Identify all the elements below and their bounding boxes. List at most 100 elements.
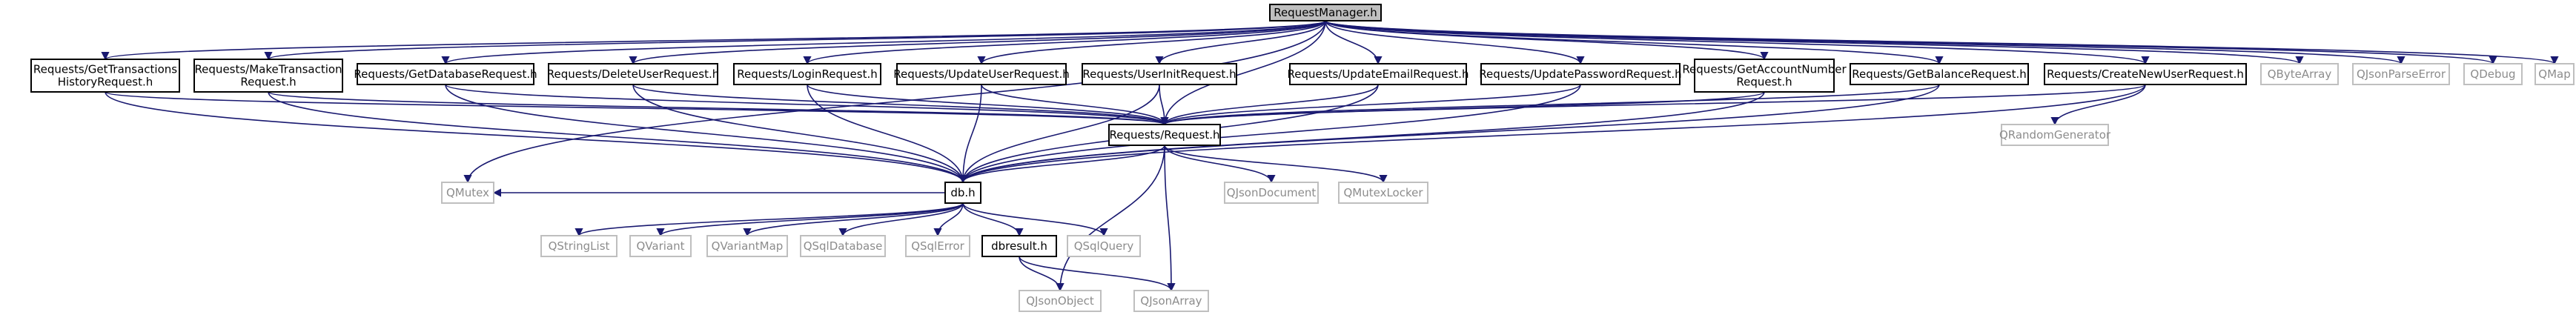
- node-label: Requests/GetAccountNumber: [1682, 63, 1847, 76]
- edge-rm-to-mtr: [264, 20, 1326, 61]
- header-node[interactable]: Requests/GetBalanceRequest.h: [1850, 63, 2029, 85]
- node-label: Requests/GetDatabaseRequest.h: [354, 67, 537, 81]
- edge-rm-to-qmtx: [463, 20, 1326, 184]
- header-node[interactable]: Requests/LoginRequest.h: [733, 63, 881, 85]
- edge-db-to-qse: [933, 202, 964, 237]
- header-node[interactable]: Requests/Request.h: [1108, 124, 1221, 146]
- node-box: [944, 182, 981, 204]
- node-label: QVariant: [636, 239, 684, 253]
- edge-uir-to-db: [958, 84, 1160, 184]
- system-header-node: QByteArray: [2260, 63, 2339, 85]
- header-node[interactable]: Requests/CreateNewUserRequest.h: [2044, 63, 2247, 85]
- edge-req-to-qjd: [1164, 145, 1276, 184]
- node-label: QSqlDatabase: [804, 239, 883, 253]
- header-node[interactable]: Requests/DeleteUserRequest.h: [547, 63, 719, 85]
- edge-upr-to-req: [1160, 84, 1581, 126]
- header-node[interactable]: Requests/UpdateUserRequest.h: [893, 63, 1070, 85]
- node-box: [2463, 63, 2523, 85]
- edge-rm-to-uer: [1325, 20, 1383, 65]
- edge-uer-to-req: [1160, 84, 1379, 126]
- node-label: RequestManager.h: [1274, 6, 1377, 19]
- system-header-node: QSqlDatabase: [800, 235, 886, 257]
- edge-gbr-to-db: [958, 84, 1940, 184]
- node-label: QSqlError: [911, 239, 964, 253]
- node-label: Requests/CreateNewUserRequest.h: [2047, 67, 2244, 81]
- node-box: [2534, 63, 2575, 85]
- node-box: [1067, 235, 1141, 257]
- system-header-node: QVariantMap: [706, 235, 788, 257]
- include-edges: [102, 20, 2559, 292]
- node-box: [1289, 63, 1467, 85]
- node-box: [1850, 63, 2029, 85]
- header-node[interactable]: Requests/UpdateEmailRequest.h: [1288, 63, 1469, 85]
- node-label: QJsonArray: [1140, 294, 1202, 308]
- node-box: [1019, 290, 1102, 312]
- system-header-node: QStringList: [540, 235, 617, 257]
- node-label: QJsonDocument: [1227, 186, 1317, 199]
- edge-rm-to-gth: [102, 20, 1326, 61]
- node-label: QJsonParseError: [2357, 67, 2446, 81]
- node-label: Requests/UpdateEmailRequest.h: [1288, 67, 1469, 81]
- node-box: [441, 182, 494, 204]
- system-header-node: QMutex: [441, 182, 494, 204]
- header-node[interactable]: Requests/UpdatePasswordRequest.h: [1479, 63, 1682, 85]
- edge-mtr-to-req: [268, 91, 1169, 126]
- edge-uir-to-req: [1159, 84, 1169, 126]
- node-box: [357, 63, 534, 85]
- node-label: HistoryRequest.h: [58, 76, 153, 89]
- system-header-node: QVariant: [629, 235, 692, 257]
- node-label: QDebug: [2470, 67, 2515, 81]
- node-box: [629, 235, 692, 257]
- node-label: Requests/UserInitRequest.h: [1082, 67, 1236, 81]
- system-header-node: QMutexLocker: [1338, 182, 1428, 204]
- system-header-node: QJsonArray: [1133, 290, 1209, 312]
- root-node[interactable]: RequestManager.h: [1269, 4, 1382, 21]
- header-node[interactable]: Requests/GetDatabaseRequest.h: [354, 63, 537, 85]
- node-label: Requests/DeleteUserRequest.h: [547, 67, 719, 81]
- node-label: Requests/MakeTransaction: [194, 63, 342, 76]
- header-node[interactable]: db.h: [944, 182, 981, 204]
- edge-lr-to-req: [807, 84, 1169, 126]
- node-box: [706, 235, 788, 257]
- edge-rm-to-qjpe: [1325, 20, 2406, 65]
- node-label: Requests/GetBalanceRequest.h: [1852, 67, 2027, 81]
- node-label: Requests/LoginRequest.h: [737, 67, 877, 81]
- header-node[interactable]: dbresult.h: [981, 235, 1057, 257]
- node-label: QJsonObject: [1026, 294, 1094, 308]
- node-label: Requests/GetTransactions: [33, 63, 177, 76]
- edge-rm-to-qba: [1325, 20, 2304, 65]
- edge-rm-to-upr: [1325, 20, 1585, 65]
- node-box: [30, 59, 180, 93]
- edge-db-to-qsl: [575, 202, 964, 237]
- edge-gbr-to-req: [1160, 84, 1940, 126]
- node-label: QMap: [2538, 67, 2570, 81]
- edge-rm-to-gbr: [1325, 20, 1944, 65]
- node-label: QSqlQuery: [1074, 239, 1134, 253]
- edge-mtr-to-db: [268, 91, 967, 184]
- edge-rm-to-lr: [803, 20, 1326, 65]
- system-header-node: QJsonParseError: [2352, 63, 2450, 85]
- edge-rm-to-dur: [629, 20, 1326, 65]
- system-header-node: QSqlQuery: [1067, 235, 1141, 257]
- edge-dur-to-db: [632, 84, 967, 184]
- node-box: [540, 235, 617, 257]
- edge-cnu-to-db: [958, 84, 2146, 184]
- node-label: QMutex: [446, 186, 489, 199]
- node-label: Requests/Request.h: [1109, 128, 1219, 142]
- edge-lr-to-db: [807, 84, 967, 184]
- node-box: [1224, 182, 1319, 204]
- edge-gth-to-req: [105, 91, 1168, 126]
- node-box: [1133, 290, 1209, 312]
- edge-gth-to-db: [105, 91, 967, 184]
- edge-uur-to-db: [958, 84, 982, 184]
- node-box: [800, 235, 886, 257]
- node-box: [2001, 124, 2109, 146]
- node-box: [2044, 63, 2247, 85]
- system-header-node: QDebug: [2463, 63, 2523, 85]
- edge-cnu-to-qrg: [2050, 84, 2146, 126]
- header-node[interactable]: Requests/UserInitRequest.h: [1082, 63, 1237, 85]
